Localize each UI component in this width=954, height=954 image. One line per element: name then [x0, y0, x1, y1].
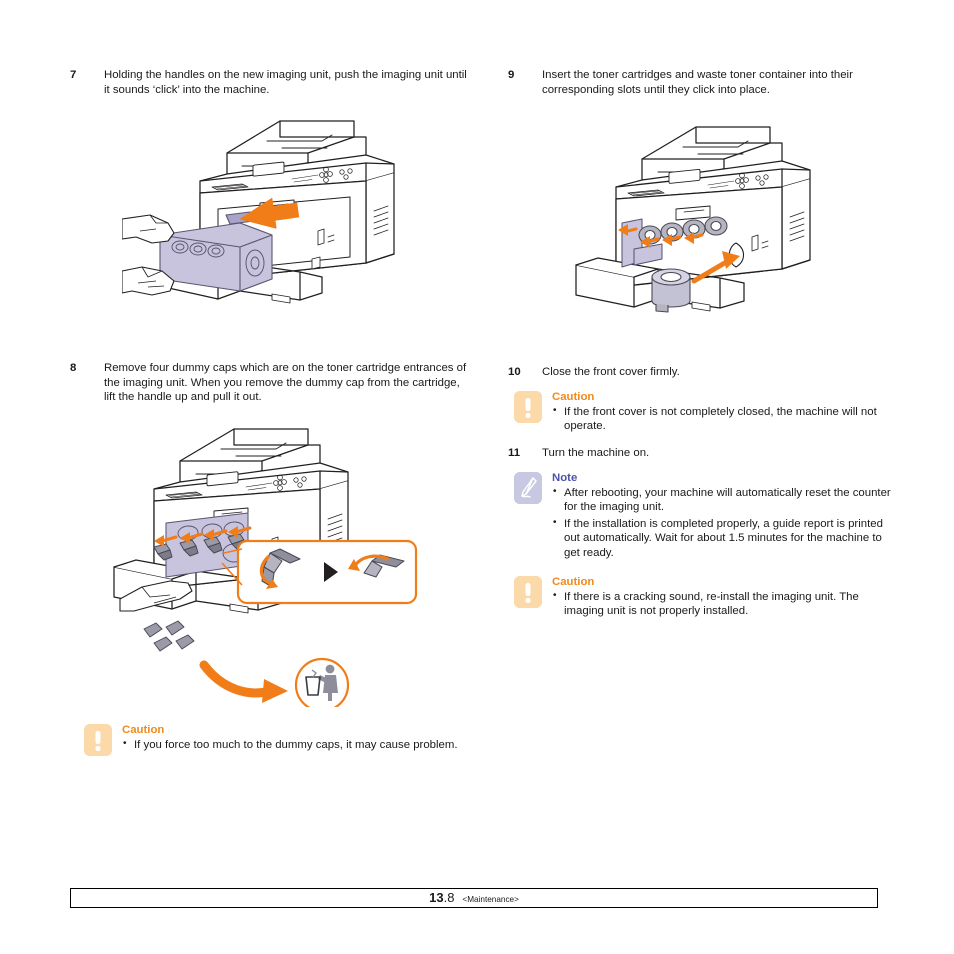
- push-arrow-icon: [239, 198, 300, 229]
- bullet-item: If the front cover is not completely clo…: [552, 404, 900, 434]
- step-9-number: 9: [508, 69, 515, 81]
- caution-box-dummy-caps: Caution If you force too much to the dum…: [78, 723, 470, 757]
- caution-bullet-list: If you force too much to the dummy caps,…: [122, 737, 470, 753]
- bullet-item: If you force too much to the dummy caps,…: [122, 737, 470, 753]
- printer-imaging-unit-insert-illustration: [122, 120, 395, 304]
- caution-box-front-cover: Caution If the front cover is not comple…: [508, 390, 900, 434]
- footer-section-label: <Maintenance>: [462, 895, 519, 904]
- dispose-in-bin-icon: [294, 657, 350, 707]
- step-11-text: Turn the machine on.: [542, 446, 650, 459]
- step-10: 10 Close the front cover firmly.: [508, 365, 900, 380]
- pen-icon: [514, 471, 542, 504]
- figure-step-9: [550, 111, 900, 341]
- caution-bullet-list: If the front cover is not completely clo…: [552, 404, 900, 434]
- page-footer: 13.8 <Maintenance>: [70, 888, 878, 908]
- note-bullet-list: After rebooting, your machine will autom…: [552, 485, 900, 561]
- dummy-cap-removal-illustration: [113, 428, 418, 707]
- page-number-major: 13: [429, 890, 444, 905]
- bullet-item: After rebooting, your machine will autom…: [552, 485, 900, 515]
- figure-step-8: [92, 417, 470, 707]
- bullet-item: If the installation is completed properl…: [552, 516, 900, 561]
- figure-step-7: [122, 111, 470, 331]
- note-title: Note: [552, 471, 578, 484]
- page-number-minor: .8: [443, 890, 455, 905]
- step-10-number: 10: [508, 366, 521, 379]
- right-column: 9 Insert the toner cartridges and waste …: [508, 68, 900, 621]
- step-9: 9 Insert the toner cartridges and waste …: [508, 68, 900, 97]
- step-7-number: 7: [70, 69, 77, 81]
- step-8: 8 Remove four dummy caps which are on th…: [70, 361, 470, 405]
- step-7-text: Holding the handles on the new imaging u…: [104, 69, 467, 96]
- bullet-item: If there is a cracking sound, re-install…: [552, 589, 900, 619]
- step-9-text: Insert the toner cartridges and waste to…: [542, 69, 853, 96]
- step-11: 11 Turn the machine on.: [508, 446, 900, 461]
- caution-title: Caution: [552, 575, 595, 588]
- step-8-number: 8: [70, 362, 77, 375]
- caution-box-cracking-sound: Caution If there is a cracking sound, re…: [508, 575, 900, 619]
- caution-title: Caution: [552, 390, 595, 403]
- note-box-reboot: Note After rebooting, your machine will …: [508, 471, 900, 561]
- caution-title: Caution: [122, 723, 165, 736]
- step-7: 7 Holding the handles on the new imaging…: [70, 68, 470, 97]
- step-8-text: Remove four dummy caps which are on the …: [104, 362, 467, 404]
- step-11-number: 11: [508, 446, 521, 459]
- exclamation-icon: [84, 723, 112, 756]
- caution-bullet-list: If there is a cracking sound, re-install…: [552, 589, 900, 619]
- toner-cartridge-insert-illustration: [575, 126, 811, 313]
- left-column: 7 Holding the handles on the new imaging…: [70, 68, 470, 757]
- step-10-text: Close the front cover firmly.: [542, 366, 680, 379]
- detail-inset-box: [221, 539, 418, 605]
- exclamation-icon: [514, 575, 542, 608]
- exclamation-icon: [514, 390, 542, 423]
